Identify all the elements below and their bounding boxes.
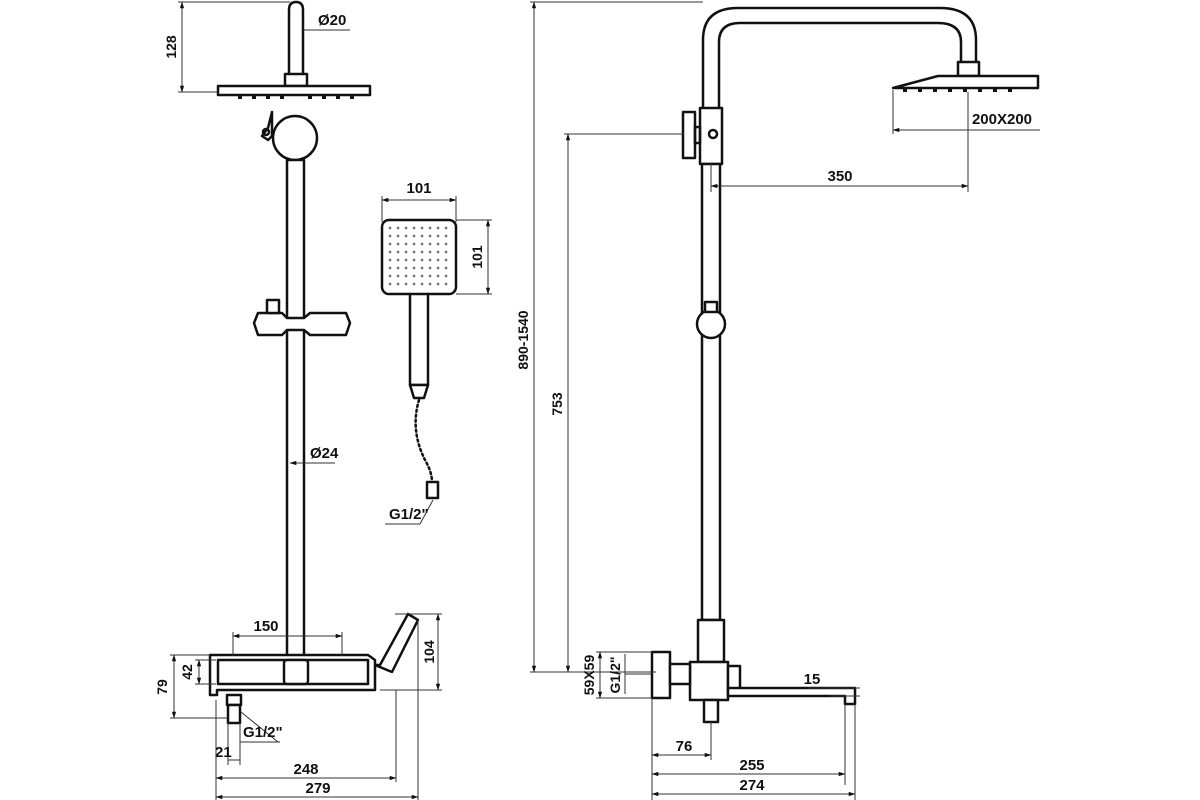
front-diverter-body — [271, 114, 319, 162]
front-overhead-connector — [287, 0, 305, 77]
label-spout-thickness: 15 — [804, 671, 821, 688]
label-inlet-thread-left: G1/2" — [243, 724, 283, 741]
label-inlet-thread-right: G1/2" — [607, 657, 623, 694]
front-riser-pipe — [285, 158, 306, 662]
side-mixer-body — [688, 660, 730, 702]
side-overhead-arm-inner — [717, 21, 963, 110]
hose-connector — [425, 480, 440, 500]
front-inlet-pipe — [226, 703, 242, 725]
hand-shower-cone — [408, 383, 430, 400]
label-mixer-inner-height: 42 — [179, 664, 195, 680]
side-riser-pipe — [700, 162, 722, 622]
side-diverter-stem — [693, 125, 702, 145]
front-diverter-pin — [261, 127, 271, 137]
label-flange-size: 59X59 — [581, 655, 597, 696]
dimension-labels: Ø20 128 Ø24 101 101 G1/2" 150 104 42 79 … — [154, 12, 1032, 797]
side-riser-sleeve — [696, 618, 726, 664]
hand-shower-face — [380, 218, 458, 296]
label-inlet-width: 21 — [215, 744, 232, 761]
front-shower-head-nozzles — [238, 95, 354, 99]
label-overhead-reach: 350 — [827, 168, 852, 185]
label-head-size: 200X200 — [972, 111, 1032, 128]
label-hand-shower-height: 101 — [469, 245, 485, 269]
front-shower-head — [216, 84, 372, 97]
label-overhead-pipe-diameter: Ø20 — [318, 12, 346, 29]
label-hose-thread: G1/2" — [389, 506, 429, 523]
dimension-lines — [170, 1, 1040, 800]
side-inlet-pipe — [702, 698, 720, 724]
front-slider-holder — [252, 311, 352, 337]
label-overhead-arm-height: 128 — [163, 35, 179, 59]
side-slider-holder — [695, 308, 727, 340]
side-diverter-knob — [681, 110, 697, 160]
label-inlet-offset: 76 — [676, 738, 693, 755]
label-riser-height: 753 — [549, 392, 565, 416]
front-mixer-handle — [373, 612, 420, 674]
hand-shower-nozzle-grid — [388, 226, 448, 286]
label-mixer-center-width: 150 — [253, 618, 278, 635]
side-diverter-pin — [707, 128, 719, 140]
label-mixer-body-height: 104 — [421, 640, 437, 664]
hand-shower — [380, 218, 458, 500]
front-diverter-lever — [260, 110, 274, 142]
label-mixer-width-248: 248 — [293, 761, 318, 778]
front-view — [208, 0, 420, 725]
front-inlet-nut — [225, 693, 243, 707]
side-wall-flange — [650, 650, 672, 700]
label-total-height-range: 890-1540 — [515, 310, 531, 369]
side-head-nut — [956, 60, 981, 78]
label-hand-shower-width: 101 — [406, 180, 431, 197]
side-overhead-arm — [701, 6, 978, 110]
hose — [414, 398, 434, 484]
label-spout-reach-255: 255 — [739, 757, 764, 774]
label-mixer-total-height: 79 — [154, 679, 170, 695]
front-mixer-button — [282, 658, 310, 686]
side-view — [650, 6, 1040, 724]
label-spout-reach-274: 274 — [739, 777, 765, 794]
hand-shower-handle — [408, 292, 430, 387]
side-shower-head-nozzles — [903, 88, 1012, 92]
side-shower-head — [891, 74, 1040, 90]
front-slider-clip — [265, 298, 281, 315]
label-riser-diameter: Ø24 — [310, 445, 339, 462]
label-mixer-width-279: 279 — [305, 780, 330, 797]
side-inlet-nut — [668, 662, 692, 686]
side-slider-clip — [703, 300, 719, 314]
front-head-nut — [283, 72, 309, 88]
